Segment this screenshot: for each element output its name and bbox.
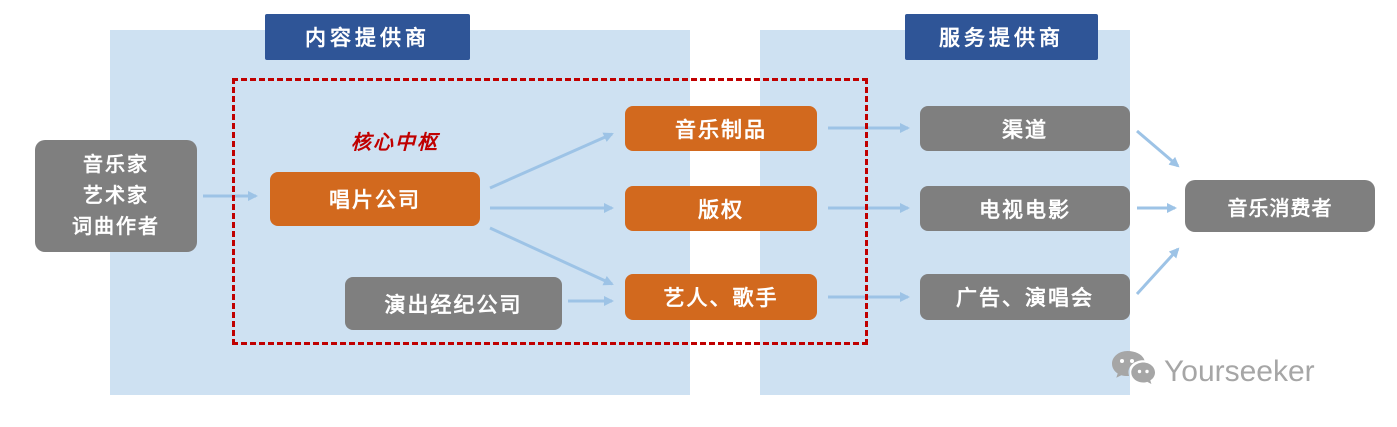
node-record-company: 唱片公司: [270, 172, 480, 226]
node-music-consumers: 音乐消费者: [1185, 180, 1375, 232]
node-creators-line-2: 艺术家: [83, 184, 149, 207]
node-tv-film: 电视电影: [920, 186, 1130, 231]
arrow-ads-concerts-to-consumers: [1135, 247, 1180, 296]
content-provider-header: 内容提供商: [265, 14, 470, 60]
watermark-brand: Yourseeker: [1164, 355, 1315, 388]
node-channels: 渠道: [920, 106, 1130, 151]
arrow-channels-to-consumers: [1136, 129, 1180, 168]
node-creators: 音乐家 艺术家 词曲作者: [35, 140, 197, 252]
node-copyright: 版权: [625, 186, 817, 231]
node-music-products: 音乐制品: [625, 106, 817, 151]
wechat-icon: [1110, 348, 1156, 396]
node-creators-line-1: 音乐家: [83, 153, 149, 176]
node-creators-line-3: 词曲作者: [72, 215, 160, 238]
watermark: Yourseeker: [1110, 348, 1315, 396]
core-hub-border: [232, 78, 868, 345]
node-artists-singers: 艺人、歌手: [625, 274, 817, 320]
core-hub-label: 核心中枢: [351, 132, 439, 154]
node-ads-concerts: 广告、演唱会: [920, 274, 1130, 320]
service-provider-header: 服务提供商: [905, 14, 1098, 60]
node-performance-agency: 演出经纪公司: [345, 277, 562, 330]
